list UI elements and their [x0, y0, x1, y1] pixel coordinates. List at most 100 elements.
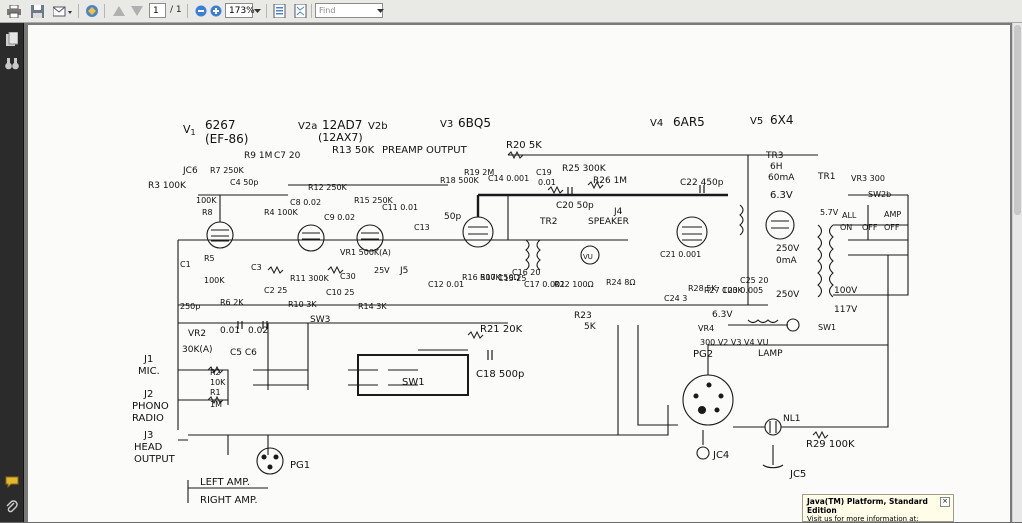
v1-sub: (EF-86) — [205, 132, 248, 146]
next-page-icon[interactable] — [129, 3, 145, 19]
c22-label: C22 450p — [680, 178, 724, 188]
tr2-label: TR2 — [539, 217, 557, 227]
close-icon[interactable]: × — [940, 497, 950, 507]
print-icon[interactable] — [6, 3, 22, 19]
r1-value: 1M — [210, 400, 222, 409]
c16-label: C16 20 — [512, 268, 541, 277]
c4-label: C4 50p — [230, 178, 258, 187]
save-icon[interactable] — [29, 3, 45, 19]
sw1-label: SW1 — [402, 377, 425, 388]
r2-value: 10K — [210, 378, 226, 387]
c13-label: C13 — [414, 223, 430, 232]
navigation-pane — [0, 23, 24, 522]
schematic-drawing: V1 6267 (EF-86) V2a 12AD7 V2b (12AX7) V3… — [132, 113, 909, 506]
tr3-spec2: 60mA — [768, 173, 795, 183]
zoom-input[interactable]: 173% — [225, 3, 255, 18]
r15-label: R15 250K — [354, 196, 394, 205]
chevron-down-icon[interactable] — [376, 3, 384, 19]
java-notification-title: Java(TM) Platform, Standard Edition — [807, 497, 928, 515]
ma-label: 0mA — [776, 256, 797, 266]
page-number-input[interactable]: 1 — [149, 3, 166, 18]
scrollbar-thumb[interactable] — [1014, 25, 1021, 215]
c18-label: C18 500p — [476, 369, 524, 380]
c19-value: 0.01 — [538, 178, 556, 187]
chevron-down-icon[interactable] — [253, 3, 261, 19]
r25-label: R25 300K — [562, 164, 607, 174]
jc5-label: JC5 — [789, 469, 806, 480]
pg2-label: PG2 — [693, 349, 713, 360]
lamp-label: LAMP — [758, 349, 783, 359]
r18-label: R18 500K — [440, 176, 480, 185]
v2a-label: V2a — [298, 121, 317, 132]
tr3-spec1: 6H — [770, 162, 783, 172]
vr1-label: VR1 500K(A) — [340, 248, 391, 257]
v2-type: 12AD7 — [322, 118, 362, 132]
c13-value: 50p — [444, 212, 461, 222]
attachment-icon[interactable] — [4, 499, 20, 515]
c21-label: C21 0.001 — [660, 250, 701, 259]
r11-label: R11 300K — [290, 274, 330, 283]
heater-63v: 6.3V — [770, 190, 793, 201]
c24-label: C24 3 — [664, 294, 687, 303]
amp-off-label: OFF — [884, 223, 900, 232]
vertical-scrollbar[interactable] — [1012, 23, 1022, 522]
c19-label: C19 — [536, 168, 552, 177]
r7-label: R7 250K — [210, 166, 244, 175]
nl1-label: NL1 — [783, 414, 800, 424]
toolbar: 1 / 1 173% Find — [0, 0, 1022, 23]
j1-label: J1 — [143, 354, 153, 365]
r23-label: R23 — [574, 311, 592, 321]
heater-63v-b: 6.3V — [712, 310, 733, 320]
j3-label: J3 — [143, 430, 153, 441]
preamp-output-label: PREAMP OUTPUT — [382, 145, 468, 156]
fit-width-icon[interactable] — [271, 3, 287, 19]
collaborate-icon[interactable] — [84, 3, 100, 19]
zoom-in-icon[interactable] — [208, 3, 224, 19]
r1-label: R1 — [210, 388, 221, 397]
c6-value: 0.02 — [248, 326, 268, 336]
r27-label: R27 100K — [704, 286, 744, 295]
mic-label: MIC. — [138, 366, 160, 377]
c1-value: 250p — [180, 302, 200, 311]
previous-page-icon[interactable] — [111, 3, 127, 19]
c7-label: C7 20 — [274, 151, 301, 161]
find-input[interactable]: Find — [315, 3, 383, 18]
comment-icon[interactable] — [4, 474, 20, 490]
r14-label: R14 3K — [358, 302, 387, 311]
r3-label: R3 100K — [148, 181, 187, 191]
r24-label: R24 8Ω — [606, 278, 635, 287]
sw1-power: SW1 — [818, 323, 836, 332]
right-amp-label: RIGHT AMP. — [200, 495, 258, 506]
c15-label: C15 25 — [498, 274, 527, 283]
head-label: HEAD — [134, 442, 163, 453]
c25v-label: 25V — [374, 266, 390, 275]
r21-label: R21 20K — [480, 324, 523, 335]
c23-label: C23 0.005 — [722, 286, 763, 295]
heater-list: 300 V2 V3 V4 VU — [700, 338, 769, 347]
toolbar-separator — [104, 4, 105, 18]
r12-label: R12 250K — [308, 183, 348, 192]
v3-label: V3 — [440, 119, 453, 130]
c5-value: 0.01 — [220, 326, 240, 336]
r16-label: R16 500K — [462, 273, 502, 282]
document-pane: V1 6267 (EF-86) V2a 12AD7 V2b (12AX7) V3… — [24, 23, 1022, 522]
c11-label: C11 0.01 — [382, 203, 418, 212]
heater-57v: 5.7V — [820, 208, 839, 217]
page-total-label: / 1 — [170, 5, 182, 15]
r9-label: R9 1M — [244, 151, 272, 161]
fit-page-icon[interactable] — [292, 3, 308, 19]
jc4-label: JC4 — [712, 450, 729, 461]
java-notification-line1: Visit us for more information at: — [807, 515, 919, 523]
r17-label: R17 150Ω — [480, 273, 520, 282]
r22-label: R22 100Ω — [554, 280, 594, 289]
pages-panel-icon[interactable] — [4, 31, 20, 47]
email-icon[interactable] — [52, 3, 74, 19]
off-label: OFF — [862, 223, 878, 232]
toolbar-separator — [78, 4, 79, 18]
binoculars-icon[interactable] — [4, 56, 20, 72]
java-notification[interactable]: Java(TM) Platform, Standard Edition Visi… — [802, 494, 954, 523]
j2-label: J2 — [143, 389, 153, 400]
r23-value: 5K — [584, 322, 597, 332]
zoom-out-icon[interactable] — [193, 3, 209, 19]
vr3-label: VR3 300 — [851, 174, 885, 183]
